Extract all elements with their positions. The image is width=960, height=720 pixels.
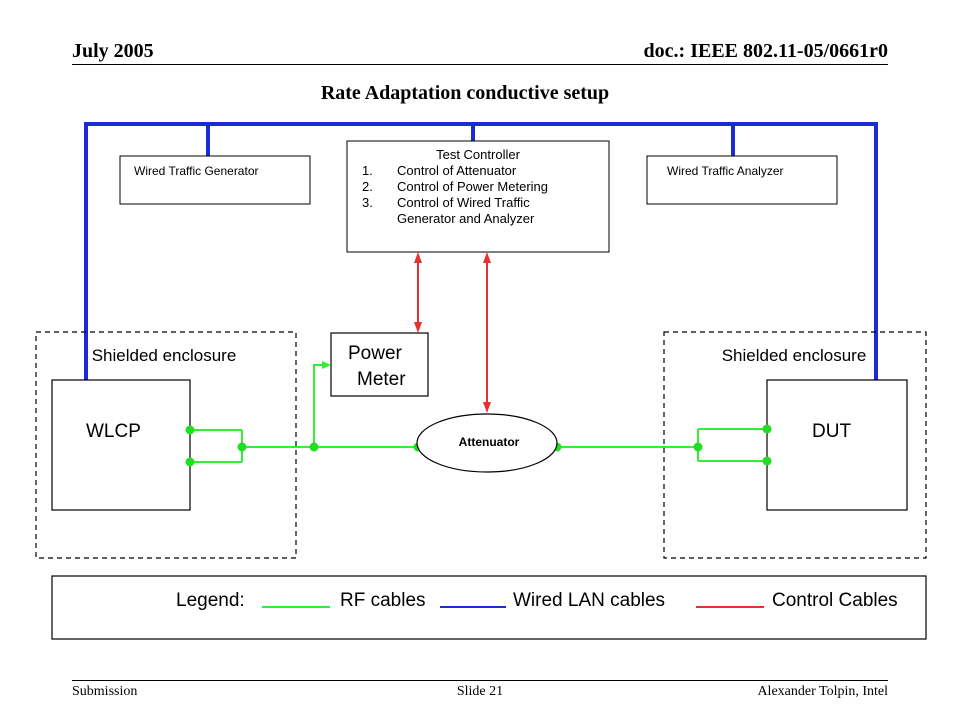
wlcp-box [51,379,191,511]
dut-label: DUT [812,421,851,442]
header-rule [72,64,888,65]
test-controller-item-2: Control of Power Metering [397,179,548,194]
test-controller-item-2-num: 2. [362,179,373,194]
attenuator-label: Attenuator [459,435,520,449]
power-meter-box [330,332,429,397]
arrowhead-up-icon [414,252,422,263]
connector-dot-icon [762,456,772,466]
legend-rf-label: RF cables [340,590,426,611]
wired-traffic-analyzer-label: Wired Traffic Analyzer [667,164,783,178]
test-controller-list: 1. Control of Attenuator 2. Control of P… [362,163,548,226]
wired-traffic-analyzer-box [646,155,838,205]
control-cables [414,252,491,413]
legend-label: Legend: [176,590,245,611]
test-controller-item-3: Control of Wired Traffic [397,195,530,210]
test-controller-item-1: Control of Attenuator [397,163,517,178]
wired-lan-bus [84,122,878,385]
connector-dot-icon [762,424,772,434]
connector-dot-icon [237,442,247,452]
shielded-enclosure-left [35,331,297,559]
rf-arrowhead-icon [322,361,331,369]
arrowhead-down-icon [483,402,491,413]
connector-dot-icon [693,442,703,452]
arrowhead-up-icon [483,252,491,263]
connector-dot-icon [185,457,195,467]
shielded-enclosure-right-label: Shielded enclosure [722,346,867,365]
footer-slide-number: Slide 21 [456,684,504,699]
footer-submission: Submission [72,684,138,699]
wired-traffic-generator-label: Wired Traffic Generator [134,164,259,178]
power-meter-label-line1: Power [348,343,403,364]
attenuator-ellipse [416,413,558,473]
shielded-enclosure-left-label: Shielded enclosure [92,346,237,365]
test-controller-item-1-num: 1. [362,163,373,178]
test-controller-box [346,140,610,253]
wired-lan-cables [84,122,878,385]
slide-title: Rate Adaptation conductive setup [320,82,610,104]
test-controller-item-3-cont: Generator and Analyzer [397,211,535,226]
footer-rule [72,680,888,681]
header-date: July 2005 [72,40,154,62]
legend-control-label: Control Cables [772,590,898,611]
header-doc-id: doc.: IEEE 802.11-05/0661r0 [643,40,888,62]
connector-dot-icon [185,425,195,435]
footer-author: Alexander Tolpin, Intel [757,684,888,699]
shielded-enclosure-right [663,331,927,559]
wired-traffic-generator-box [119,155,311,205]
power-meter-label-line2: Meter [357,369,406,390]
wlcp-label: WLCP [86,421,141,442]
legend-wired-label: Wired LAN cables [513,590,665,611]
connector-dot-icon [309,442,319,452]
test-controller-title: Test Controller [436,147,520,162]
test-controller-item-3-num: 3. [362,195,373,210]
arrowhead-down-icon [414,322,422,333]
dut-box [766,379,908,511]
